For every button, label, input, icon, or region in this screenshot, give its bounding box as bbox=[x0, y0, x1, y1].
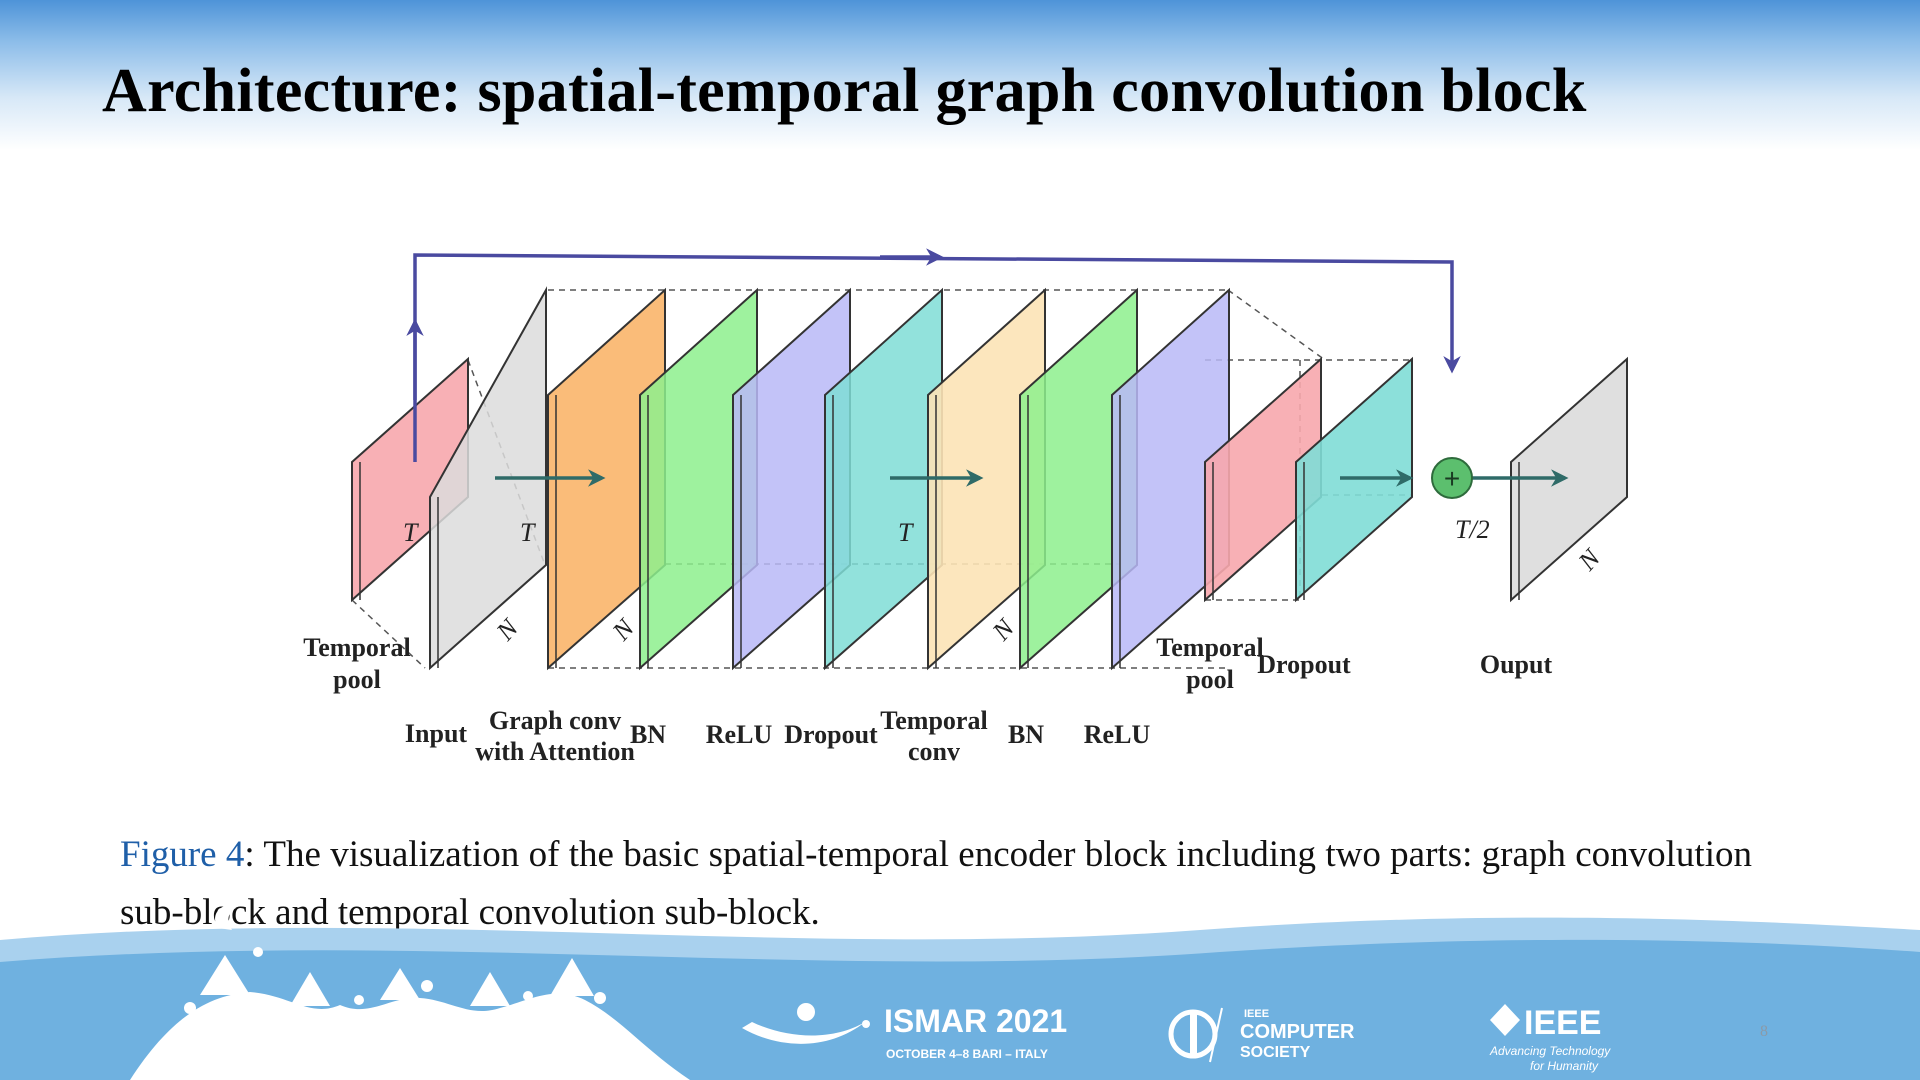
dim-label-t-1: T bbox=[403, 518, 419, 547]
label-dropout-1: Dropout bbox=[784, 720, 878, 749]
cs-line-1: COMPUTER bbox=[1240, 1021, 1355, 1043]
label-temporal-conv: Temporal bbox=[880, 706, 987, 735]
ismar-subtitle: OCTOBER 4–8 BARI – ITALY bbox=[886, 1047, 1048, 1061]
label-output: Ouput bbox=[1480, 650, 1553, 679]
slab-input bbox=[429, 286, 547, 671]
slab-output bbox=[1510, 356, 1628, 603]
label-relu-1: ReLU bbox=[706, 720, 773, 749]
dim-label-n-2: N bbox=[606, 612, 641, 646]
slab-dropout-1 bbox=[824, 287, 943, 671]
label-temporal-pool-1-line2: pool bbox=[333, 665, 381, 694]
dim-label-t-3: T bbox=[898, 518, 914, 547]
figure-reference-link[interactable]: Figure 4 bbox=[120, 834, 245, 875]
cs-ieee-small: IEEE bbox=[1244, 1008, 1269, 1020]
dim-label-n-3: N bbox=[986, 612, 1021, 646]
dim-label-n-1: N bbox=[490, 612, 525, 646]
dashed-guides bbox=[351, 289, 1412, 669]
svg-text:+: + bbox=[1444, 463, 1460, 494]
trulli-logo bbox=[130, 905, 690, 1080]
ieee-logo: IEEE Advancing Technology for Humanity bbox=[1489, 1004, 1611, 1073]
label-graph-conv: Graph conv bbox=[489, 706, 621, 735]
slide-title: Architecture: spatial-temporal graph con… bbox=[102, 57, 1587, 125]
architecture-diagram: + T T T T/2 N N N N Temporal pool Input … bbox=[303, 248, 1628, 766]
label-relu-2: ReLU bbox=[1084, 720, 1151, 749]
ieee-name: IEEE bbox=[1524, 1004, 1601, 1042]
label-temporal-conv-line2: conv bbox=[908, 737, 960, 766]
label-dropout-2: Dropout bbox=[1257, 650, 1351, 679]
figure-caption: Figure 4: The visualization of the basic… bbox=[120, 826, 1752, 942]
label-temporal-pool-2-line2: pool bbox=[1186, 665, 1234, 694]
ismar-logo: ISMAR 2021 OCTOBER 4–8 BARI – ITALY bbox=[742, 1003, 1067, 1061]
ismar-title: ISMAR 2021 bbox=[884, 1003, 1067, 1039]
label-input: Input bbox=[405, 719, 467, 748]
dim-label-n-4: N bbox=[1572, 542, 1607, 576]
ieee-tagline-2: for Humanity bbox=[1530, 1059, 1599, 1073]
label-temporal-pool-1: Temporal bbox=[303, 633, 410, 662]
title-band bbox=[0, 0, 1920, 150]
label-bn-1: BN bbox=[630, 720, 666, 749]
dim-label-t-2: T bbox=[520, 518, 536, 547]
label-bn-2: BN bbox=[1008, 720, 1044, 749]
footer-band: ISMAR 2021 OCTOBER 4–8 BARI – ITALY IEEE… bbox=[0, 905, 1920, 1080]
label-graph-conv-line2: with Attention bbox=[475, 737, 635, 766]
cs-line-2: SOCIETY bbox=[1240, 1044, 1311, 1061]
label-temporal-pool-2: Temporal bbox=[1156, 633, 1263, 662]
add-node: + bbox=[1431, 457, 1473, 499]
page-number: 8 bbox=[1760, 1023, 1768, 1040]
computer-society-logo: IEEE COMPUTER SOCIETY bbox=[1168, 1007, 1355, 1063]
dim-label-t-half: T/2 bbox=[1455, 515, 1490, 544]
ieee-tagline-1: Advancing Technology bbox=[1489, 1044, 1611, 1058]
caption-text: : The visualization of the basic spatial… bbox=[120, 834, 1752, 933]
